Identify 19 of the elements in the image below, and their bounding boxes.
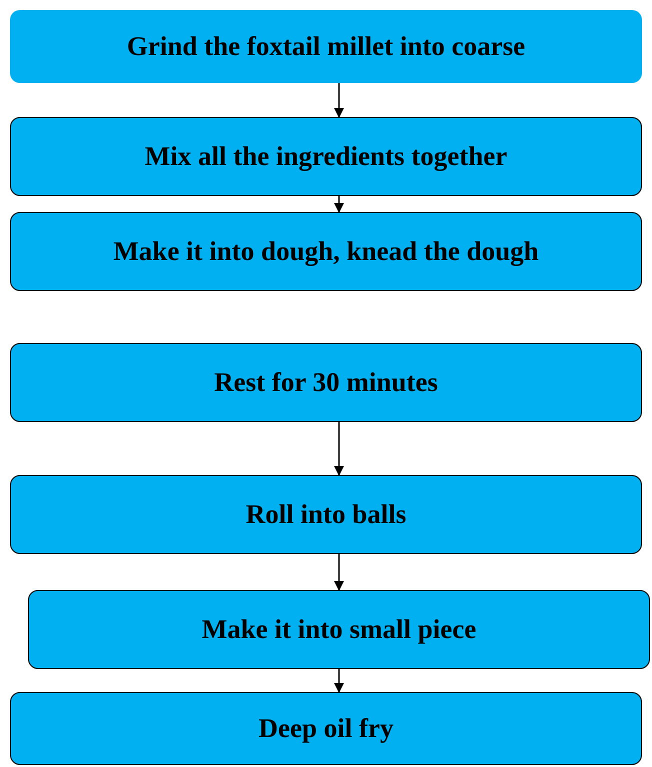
- step-text: Roll into balls: [246, 499, 406, 530]
- process-box: [10, 475, 642, 554]
- process-box: [10, 343, 642, 422]
- step-text: Rest for 30 minutes: [214, 367, 438, 398]
- arrow: [334, 422, 344, 476]
- step-text: Mix all the ingredients together: [144, 141, 508, 172]
- step-text: Make it into dough, knead the dough: [113, 236, 539, 267]
- process-box: [28, 590, 650, 669]
- arrow: [334, 83, 344, 118]
- process-box: [10, 212, 642, 291]
- arrow: [334, 554, 344, 591]
- step-text: Make it into small piece: [202, 614, 476, 645]
- arrow: [334, 196, 344, 213]
- process-box: [10, 10, 642, 83]
- step-text: Deep oil fry: [258, 713, 394, 744]
- step-text: Grind the foxtail millet into coarse: [126, 31, 526, 62]
- arrow: [334, 669, 344, 693]
- process-box: [10, 692, 642, 765]
- process-box: [10, 117, 642, 196]
